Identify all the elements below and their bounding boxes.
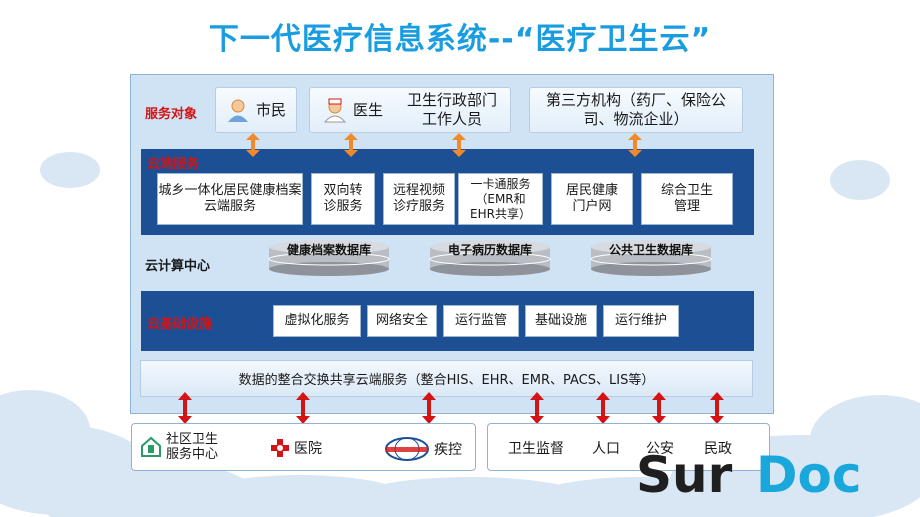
row-label-cloud-services: 云端服务 [147, 157, 200, 172]
citizen-icon [227, 99, 248, 122]
service-object-admin-label: 卫生行政部门工作人员 [407, 91, 498, 128]
double-arrow-icon [246, 133, 260, 157]
double-arrow-icon [422, 392, 436, 424]
gov-civil-affairs: 民政 [704, 441, 732, 457]
service-object-doctor-label: 医生 [352, 100, 383, 119]
database-public-health: 公共卫生数据库 [587, 239, 715, 277]
database-health-records: 健康档案数据库 [265, 239, 393, 277]
database-health-records-label: 健康档案数据库 [286, 243, 371, 257]
double-arrow-icon [596, 392, 610, 424]
row-label-cloud-center: 云计算中心 [145, 259, 211, 274]
database-icon [429, 240, 551, 276]
database-icon [268, 240, 390, 276]
institutions-group: 社区卫生服务中心 医院 疾控 [131, 423, 476, 471]
hospital-cross-icon [271, 439, 289, 457]
gov-public-security: 公安 [646, 441, 674, 457]
institution-cdc-label: 疾控 [434, 442, 462, 458]
service-health-portal: 居民健康门户网 [551, 173, 633, 225]
row-label-service-objects: 服务对象 [145, 107, 198, 122]
data-exchange-bar: 数据的整合交换共享云端服务（整合HIS、EHR、EMR、PACS、LIS等） [140, 360, 753, 397]
service-object-third-party-label: 第三方机构（药厂、保险公司、物流企业） [545, 91, 726, 128]
infra-operation-monitoring: 运行监管 [443, 305, 519, 337]
svg-text:Sur: Sur [636, 452, 733, 496]
database-icon [590, 240, 712, 276]
infra-network-security: 网络安全 [367, 305, 437, 337]
service-health-management: 综合卫生管理 [641, 173, 733, 225]
service-object-citizen: 市民 [215, 87, 297, 133]
doctor-icon [323, 98, 347, 123]
service-health-records: 城乡一体化居民健康档案云端服务 [157, 173, 303, 225]
gov-health-supervision: 卫生监督 [508, 441, 564, 457]
government-group: 卫生监督 人口 公安 民政 [487, 423, 770, 471]
service-one-card: 一卡通服务（EMR和EHR共享） [458, 173, 543, 225]
service-referral: 双向转诊服务 [311, 173, 375, 225]
institution-hospital: 医院 [270, 438, 322, 458]
svg-text:Doc: Doc [756, 452, 862, 496]
double-arrow-icon [652, 392, 666, 424]
double-arrow-icon [530, 392, 544, 424]
database-emr: 电子病历数据库 [426, 239, 554, 277]
institution-community-label: 社区卫生服务中心 [166, 432, 219, 462]
double-arrow-icon [344, 133, 358, 157]
infra-basic-facilities: 基础设施 [525, 305, 597, 337]
service-object-citizen-label: 市民 [255, 100, 286, 119]
gov-population: 人口 [592, 441, 620, 457]
double-arrow-icon [178, 392, 192, 424]
institution-community: 社区卫生服务中心 [140, 432, 228, 462]
double-arrow-icon [296, 392, 310, 424]
page-title: 下一代医疗信息系统--“医疗卫生云” [208, 22, 712, 57]
cdc-logo-icon [385, 437, 429, 461]
community-health-icon [141, 436, 161, 457]
double-arrow-icon [628, 133, 642, 157]
database-public-health-label: 公共卫生数据库 [608, 243, 693, 257]
service-object-third-party: 第三方机构（药厂、保险公司、物流企业） [529, 87, 743, 133]
infra-virtualization: 虚拟化服务 [273, 305, 361, 337]
double-arrow-icon [710, 392, 724, 424]
service-object-doctor-admin: 医生 卫生行政部门工作人员 [309, 87, 511, 133]
service-remote-video: 远程视频诊疗服务 [383, 173, 455, 225]
cloud-architecture-panel: 服务对象 市民 医生 卫生行政部门工作人员 第三方机构（药厂、保险公司、物流企业… [130, 74, 774, 414]
institution-cdc: 疾控 [384, 436, 462, 462]
row-label-cloud-infra: 云基础设施 [147, 317, 213, 332]
database-emr-label: 电子病历数据库 [447, 243, 532, 257]
double-arrow-icon [452, 133, 466, 157]
institution-hospital-label: 医院 [294, 441, 322, 457]
infra-operation-maintenance: 运行维护 [603, 305, 679, 337]
surdoc-logo: Sur Doc [636, 452, 862, 496]
